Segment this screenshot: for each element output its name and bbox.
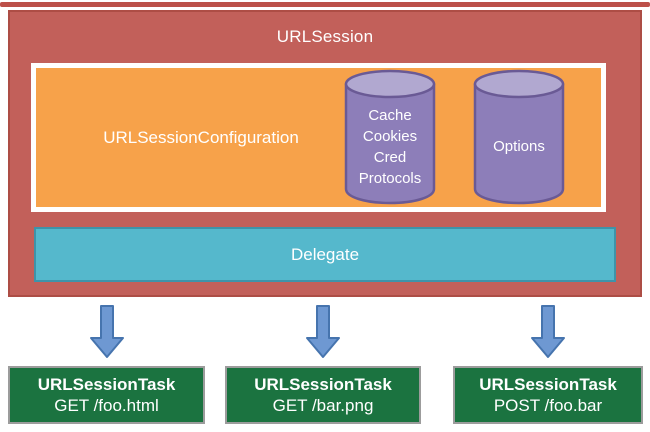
urlsessionconfiguration-label: URLSessionConfiguration: [103, 127, 299, 147]
task-title: URLSessionTask: [254, 375, 392, 394]
task-request: GET /foo.html: [54, 396, 159, 415]
urlsessiontask-box-3: URLSessionTask POST /foo.bar: [453, 366, 643, 424]
task-title: URLSessionTask: [479, 375, 617, 394]
down-arrow-icon: [89, 305, 125, 359]
options-cylinder: Options: [472, 68, 566, 205]
storage-line: Protocols: [358, 169, 422, 187]
storage-line: Cred: [373, 148, 407, 166]
storage-cylinder-label: Cache Cookies Cred Protocols: [343, 94, 437, 199]
task-title: URLSessionTask: [37, 375, 176, 394]
options-cylinder-label: Options: [472, 94, 566, 199]
configuration-box: URLSessionConfiguration Cache Cookies Cr…: [36, 68, 601, 207]
down-arrow-icon: [305, 305, 341, 359]
task-request: POST /foo.bar: [493, 396, 603, 415]
cylinder-icon: [344, 69, 436, 205]
top-red-strip: [0, 2, 650, 7]
down-arrow-icon: [530, 305, 566, 359]
cylinder-icon: [473, 69, 565, 205]
urlsession-title: URLSession: [276, 27, 374, 46]
configuration-outer-box: URLSessionConfiguration Cache Cookies Cr…: [31, 63, 606, 212]
storage-line: Cookies: [362, 127, 418, 145]
urlsession-container: URLSession URLSessionConfiguration Cache…: [8, 10, 642, 297]
storage-line: Cache: [368, 106, 412, 124]
options-line: Options: [493, 138, 545, 155]
storage-cylinder: Cache Cookies Cred Protocols: [343, 68, 437, 205]
task-request: GET /bar.png: [272, 396, 374, 415]
urlsessiontask-box-2: URLSessionTask GET /bar.png: [225, 366, 421, 424]
delegate-bar: Delegate: [34, 227, 616, 282]
urlsessiontask-box-1: URLSessionTask GET /foo.html: [8, 366, 205, 424]
